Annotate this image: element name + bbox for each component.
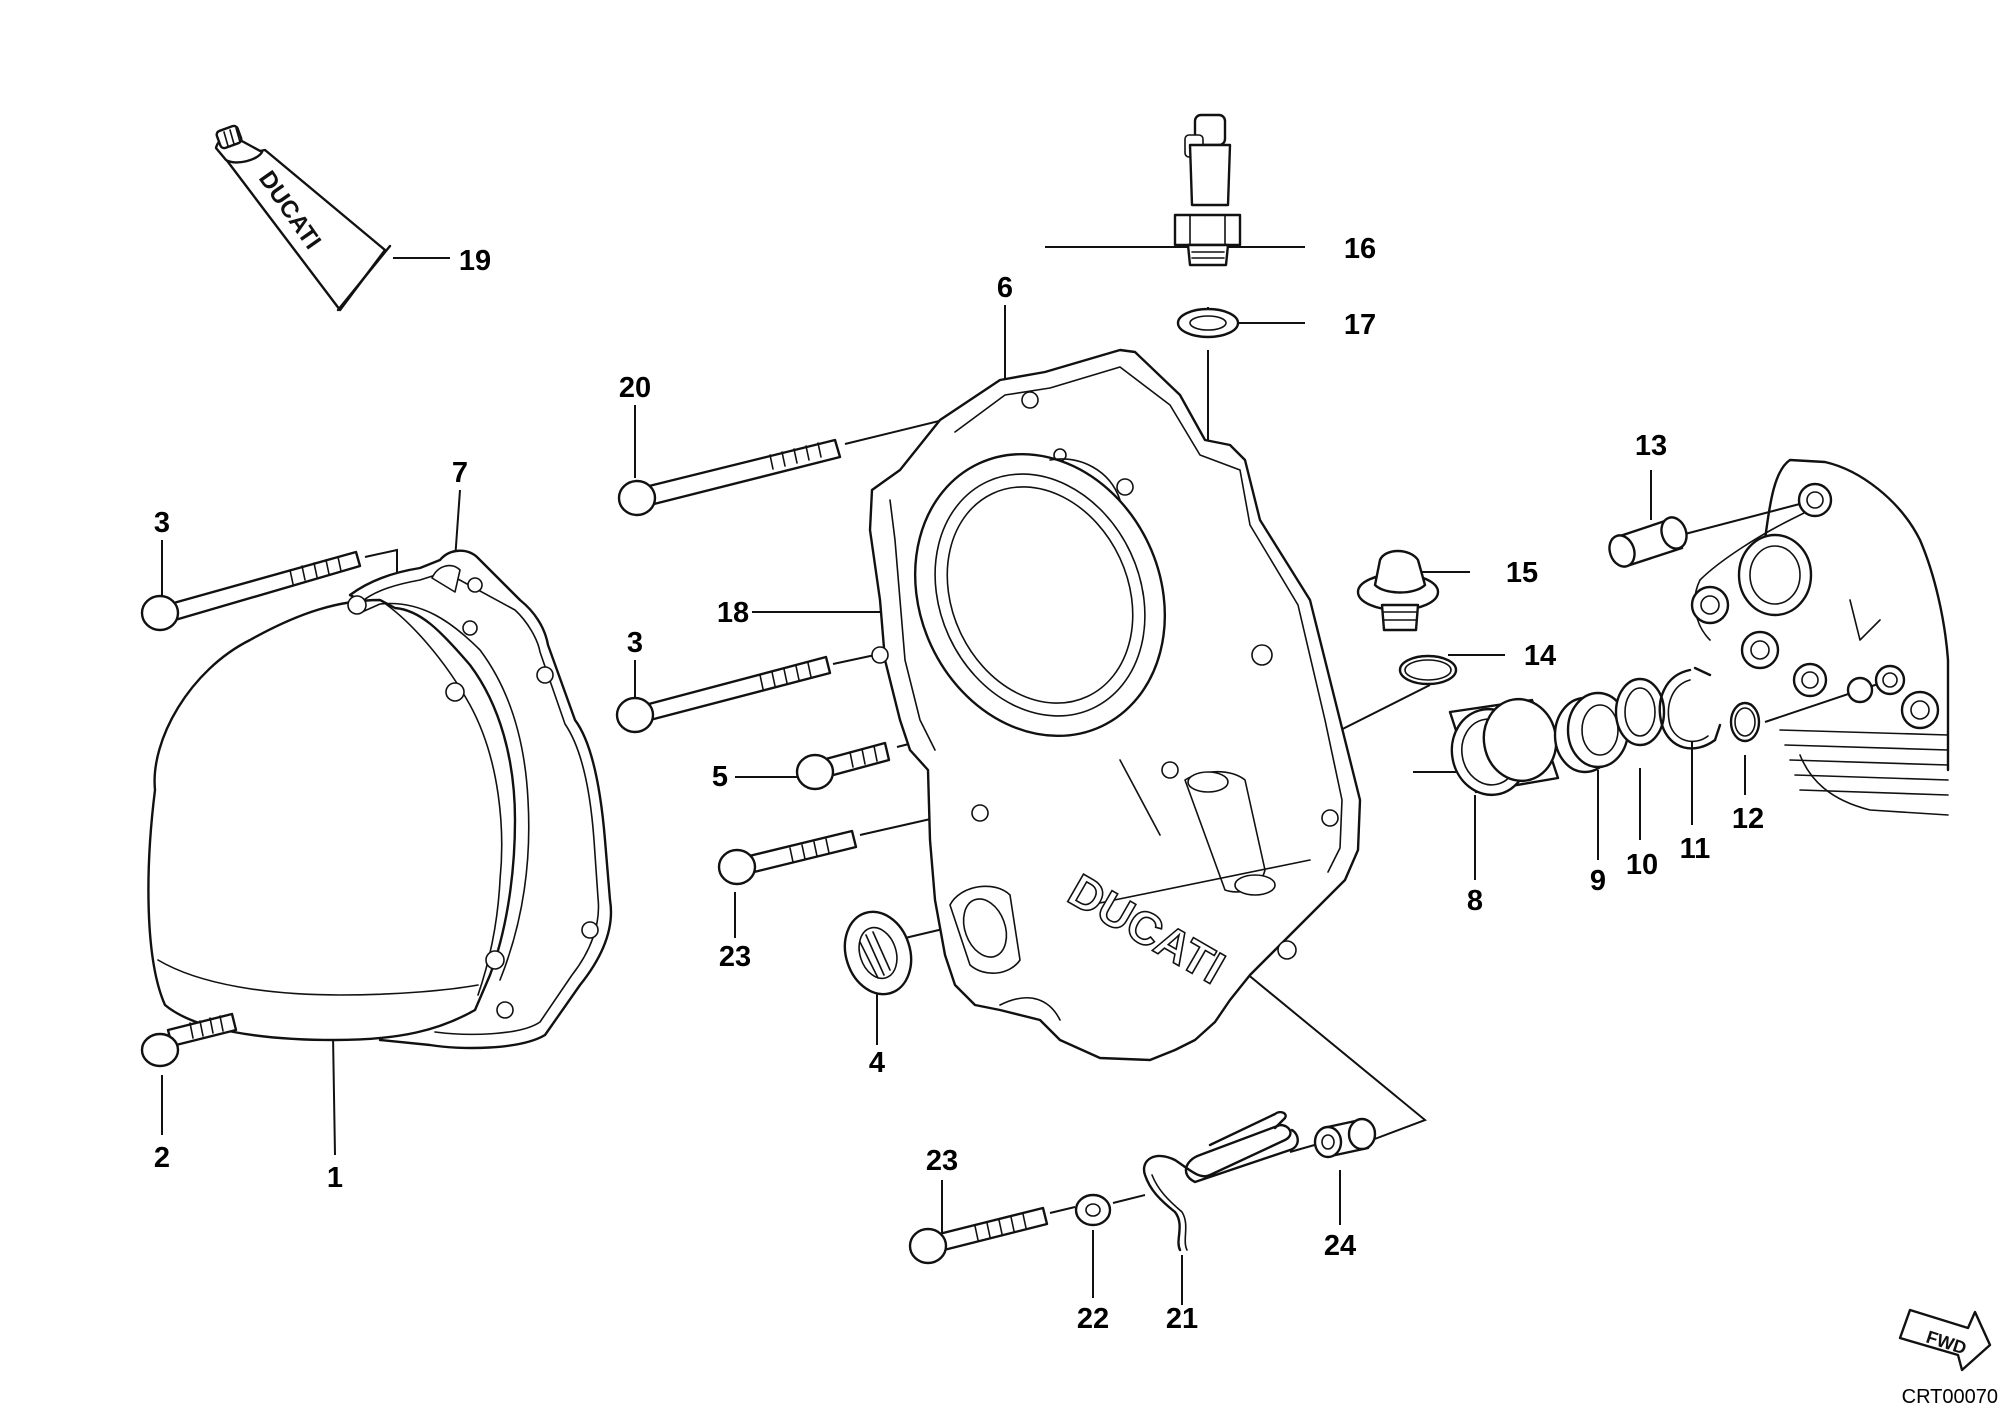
callout-19: 19 (459, 245, 491, 277)
temperature-sensor-16 (1173, 113, 1242, 267)
dowel-13 (1608, 516, 1688, 568)
callout-4: 4 (869, 1047, 885, 1079)
sealing-washer-17 (1176, 307, 1240, 339)
callout-22: 22 (1077, 1303, 1109, 1335)
cover-screw-23-upper (717, 829, 858, 886)
washer-10 (1614, 677, 1666, 747)
screw-5 (795, 741, 891, 791)
callout-24: 24 (1324, 1230, 1356, 1262)
crankcase-seal-18 (946, 486, 1134, 704)
o-ring-12 (1729, 701, 1761, 743)
callout-8: 8 (1467, 885, 1483, 917)
callout-14: 14 (1524, 640, 1556, 672)
o-ring-14 (1398, 654, 1458, 686)
callout-10: 10 (1626, 849, 1658, 881)
callout-labels: 1 2 3 3 4 5 6 7 8 9 10 11 12 13 14 15 16… (154, 233, 1764, 1335)
cover-screw-3-top (140, 550, 362, 632)
grease-tube-icon: DUCATI (214, 124, 392, 312)
long-screw-20 (617, 438, 842, 517)
callout-3-mid: 3 (627, 627, 643, 659)
callout-6: 6 (997, 272, 1013, 304)
callout-3-top: 3 (154, 507, 170, 539)
fwd-arrow-icon: FWD (1898, 1308, 1992, 1372)
cover-screw-3-mid (615, 655, 832, 734)
callout-23-lower: 23 (926, 1145, 958, 1177)
washer-22 (1074, 1193, 1112, 1227)
spacer-24 (1313, 1117, 1377, 1159)
crankcase-half (1690, 458, 1950, 816)
circlip-11 (1658, 666, 1722, 750)
spring-clip-21 (1142, 1110, 1299, 1252)
oil-filler-plug-15 (1356, 549, 1440, 632)
callout-16: 16 (1344, 233, 1376, 265)
callout-20: 20 (619, 372, 651, 404)
clutch-cover (147, 595, 530, 1042)
callout-11: 11 (1680, 833, 1711, 865)
callout-17: 17 (1344, 309, 1376, 341)
oil-seal-4 (843, 910, 913, 996)
callout-23-upper: 23 (719, 941, 751, 973)
callout-21: 21 (1166, 1303, 1198, 1335)
callout-12: 12 (1732, 803, 1764, 835)
sleeve-8 (1448, 697, 1560, 797)
callout-9: 9 (1590, 865, 1606, 897)
cover-screw-2 (140, 1012, 238, 1068)
crankcase-cover: DUCATI (868, 348, 1362, 1062)
callout-13: 13 (1635, 430, 1667, 462)
callout-7: 7 (452, 457, 468, 489)
diagram-code: CRT00070 (1902, 1386, 1998, 1408)
callout-1: 1 (327, 1162, 343, 1194)
bushing-9 (1553, 691, 1630, 774)
screw-23-lower (908, 1206, 1049, 1265)
callout-15: 15 (1506, 557, 1538, 589)
callout-5: 5 (712, 761, 728, 793)
callout-2: 2 (154, 1142, 170, 1174)
callout-18: 18 (717, 597, 749, 629)
